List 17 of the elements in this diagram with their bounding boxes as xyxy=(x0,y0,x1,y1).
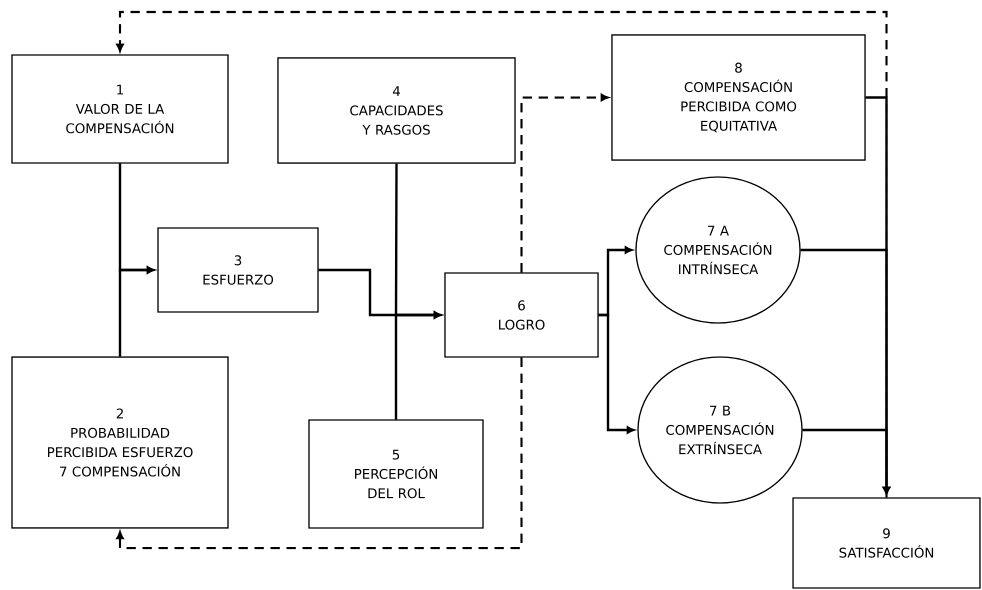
ellipse-node: 7 A COMPENSACIÓN INTRÍNSECA xyxy=(635,176,801,324)
ellipse-node: 7 B COMPENSACIÓN EXTRÍNSECA xyxy=(637,356,803,504)
arrow xyxy=(802,428,890,495)
process-box: 1 VALOR DE LA COMPENSACIÓN xyxy=(11,54,229,164)
arrow xyxy=(118,266,155,356)
process-box: 8 COMPENSACIÓN PERCIBIDA COMO EQUITATIVA xyxy=(611,34,866,161)
process-box: 5 PERCEPCIÓN DEL ROL xyxy=(308,419,484,529)
process-box: 9 SATISFACCIÓN xyxy=(792,497,981,589)
process-box: 2 PROBABILIDAD PERCIBIDA ESFUERZO 7 COMPENSACIÓN xyxy=(11,356,229,529)
arrow xyxy=(598,314,635,434)
arrow xyxy=(116,358,523,550)
process-box: 3 ESFUERZO xyxy=(157,227,319,313)
arrow xyxy=(520,94,609,272)
arrow xyxy=(116,10,888,498)
arrow xyxy=(394,311,442,420)
process-box: 6 LOGRO xyxy=(444,272,599,358)
process-box: 4 CAPACIDADES Y RASGOS xyxy=(277,57,516,164)
